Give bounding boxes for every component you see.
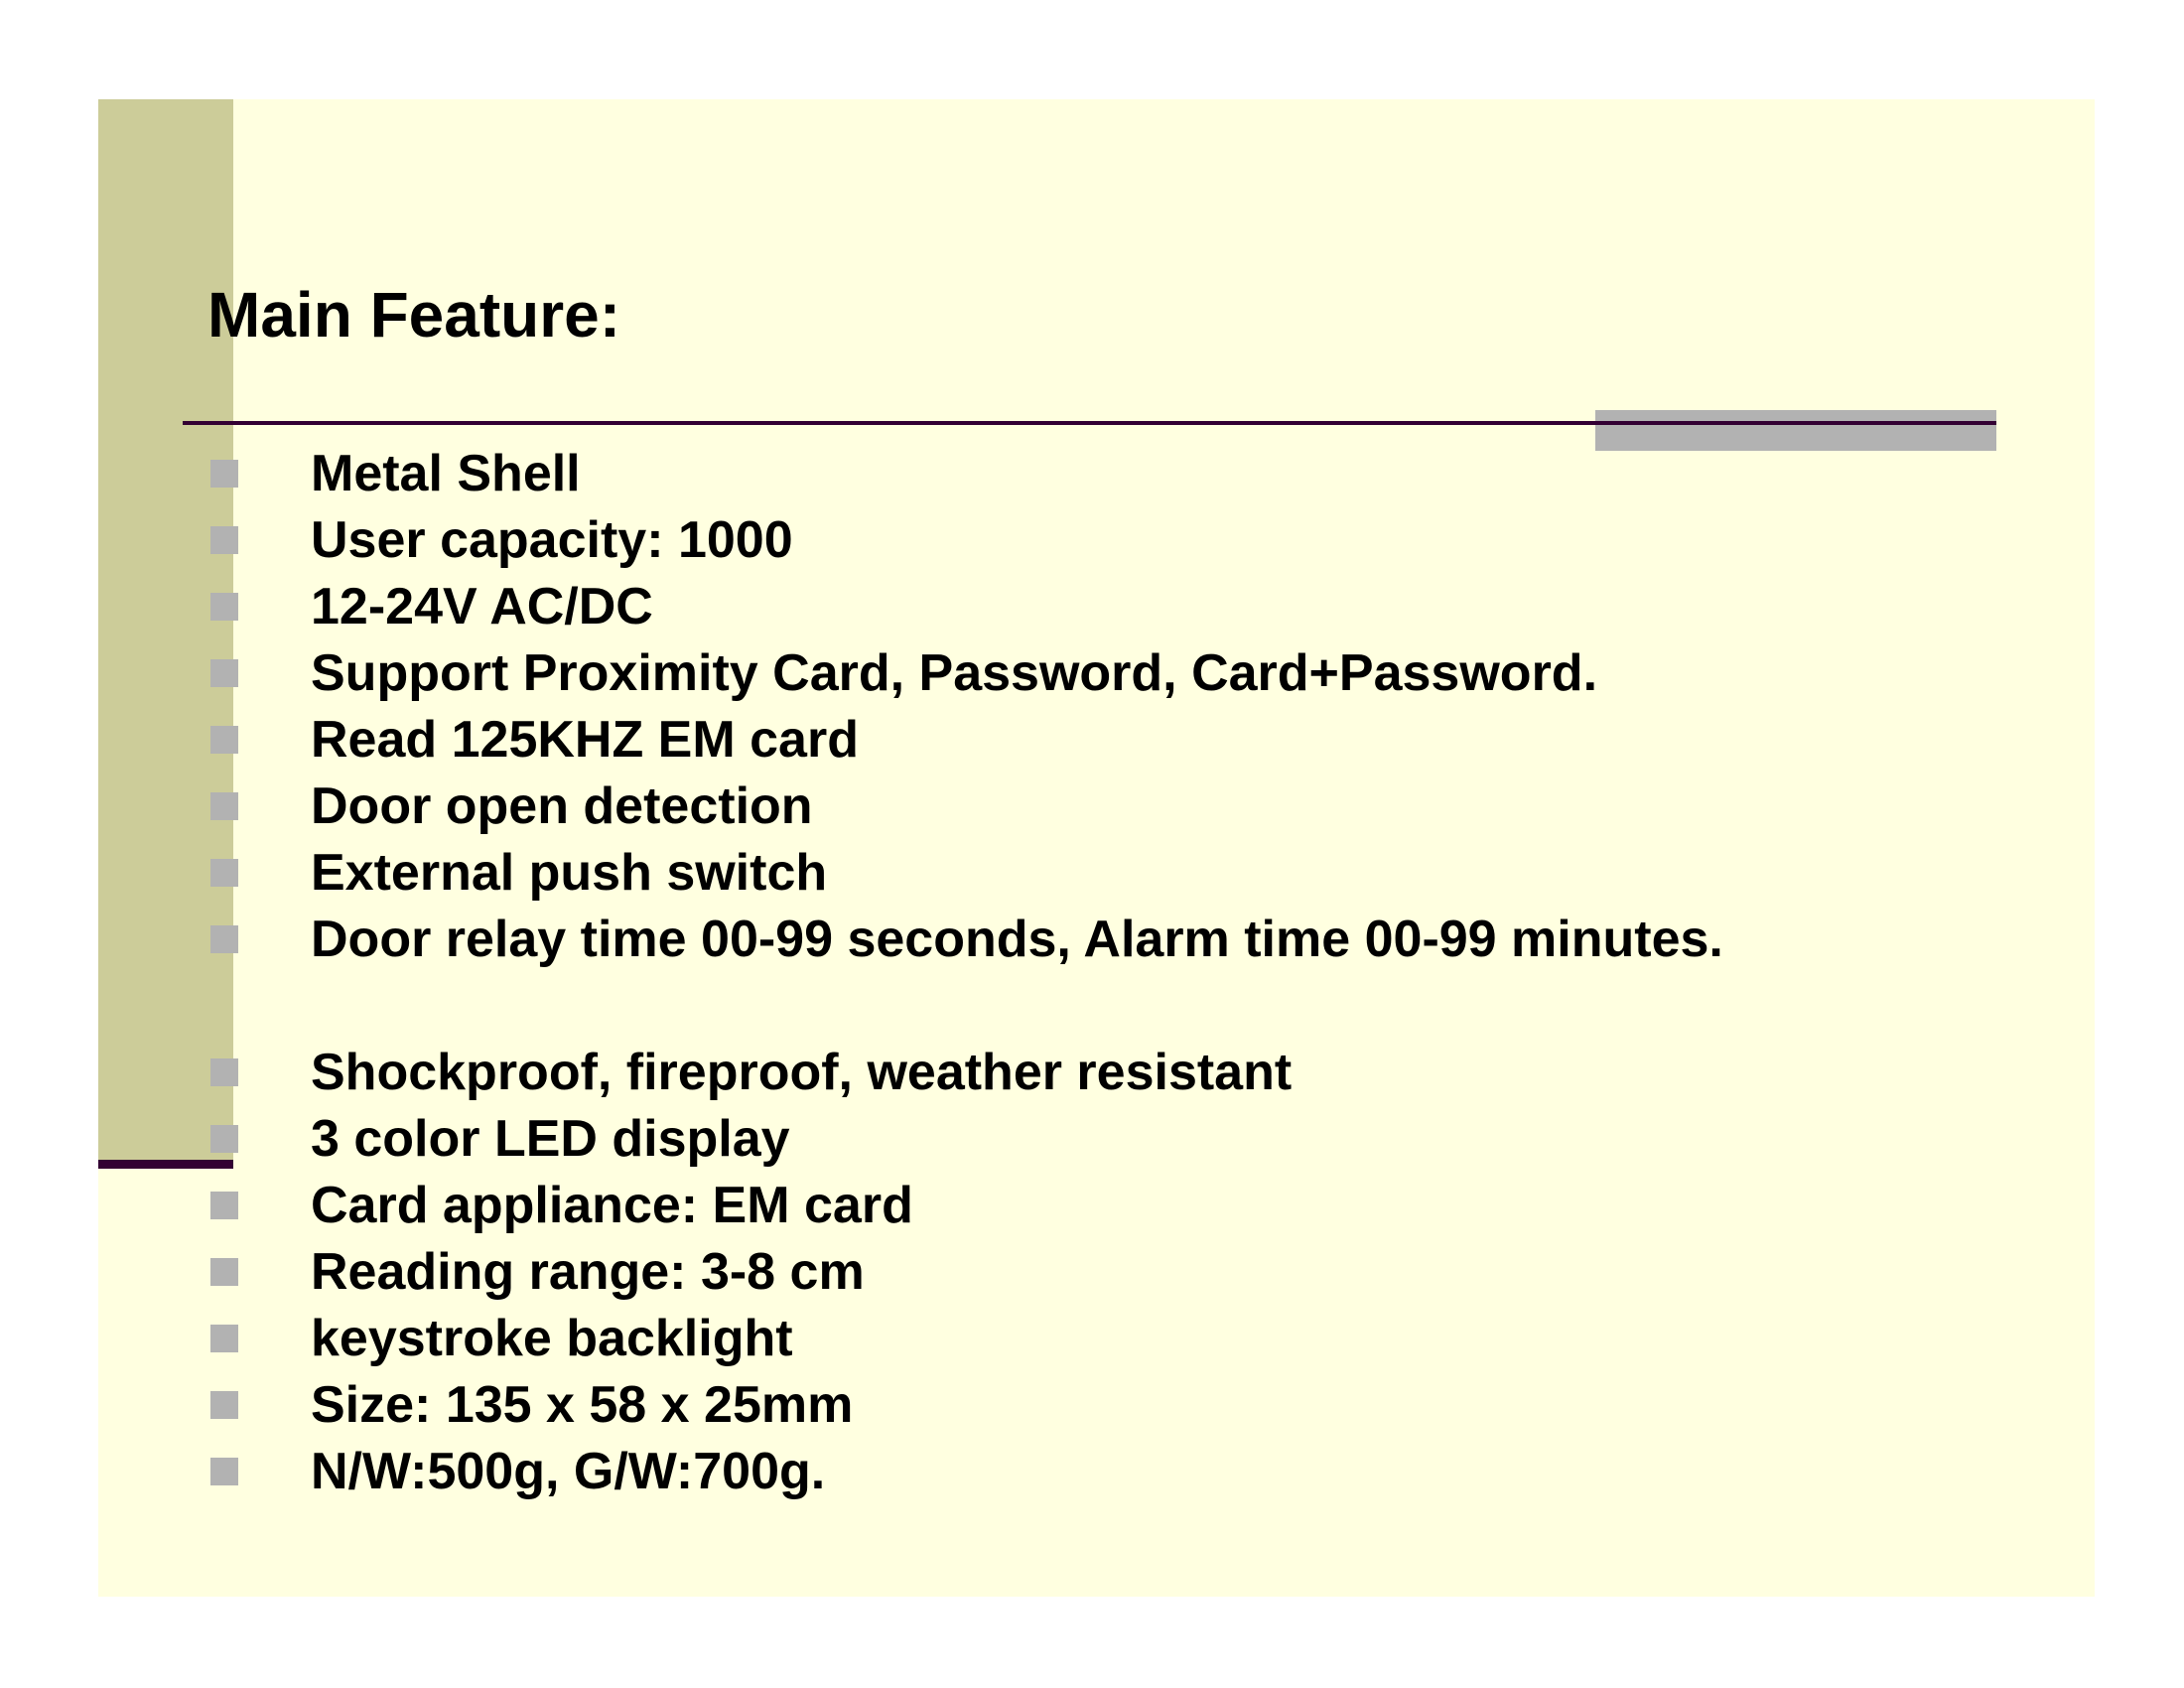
grey-square-bullet-icon (210, 1325, 238, 1352)
feature-text: Reading range: 3-8 cm (311, 1243, 865, 1301)
list-item: 3 color LED display (210, 1109, 790, 1169)
grey-square-bullet-icon (210, 1125, 238, 1153)
list-item: Read 125KHZ EM card (210, 710, 859, 770)
list-item: Door relay time 00-99 seconds, Alarm tim… (210, 910, 1723, 969)
feature-text: Metal Shell (311, 445, 581, 502)
list-item: User capacity: 1000 (210, 510, 793, 570)
grey-square-bullet-icon (210, 1258, 238, 1286)
grey-square-bullet-icon (210, 1391, 238, 1419)
title-rule-line (183, 421, 1996, 425)
feature-text: Door open detection (311, 777, 813, 835)
feature-text: Size: 135 x 58 x 25mm (311, 1376, 854, 1434)
slide-background (98, 99, 2095, 1597)
feature-text: 3 color LED display (311, 1110, 790, 1168)
slide-title: Main Feature: (207, 279, 621, 351)
grey-square-bullet-icon (210, 460, 238, 488)
side-accent-line (98, 1160, 233, 1169)
grey-square-bullet-icon (210, 726, 238, 754)
grey-square-bullet-icon (210, 593, 238, 621)
grey-square-bullet-icon (210, 1458, 238, 1485)
grey-square-bullet-icon (210, 659, 238, 687)
feature-text: Read 125KHZ EM card (311, 711, 859, 769)
grey-square-bullet-icon (210, 1058, 238, 1086)
grey-square-bullet-icon (210, 925, 238, 953)
grey-square-bullet-icon (210, 792, 238, 820)
feature-text: keystroke backlight (311, 1310, 793, 1367)
feature-text: External push switch (311, 844, 828, 902)
side-bar-decoration (98, 99, 233, 1164)
list-item: Support Proximity Card, Password, Card+P… (210, 643, 1597, 703)
list-item: Door open detection (210, 776, 813, 836)
feature-text: Shockproof, fireproof, weather resistant (311, 1044, 1293, 1101)
grey-square-bullet-icon (210, 1192, 238, 1219)
feature-text: 12-24V AC/DC (311, 578, 653, 635)
list-item: N/W:500g, G/W:700g. (210, 1442, 825, 1501)
list-item: External push switch (210, 843, 827, 903)
feature-text: User capacity: 1000 (311, 511, 793, 569)
grey-square-bullet-icon (210, 859, 238, 887)
list-item: Size: 135 x 58 x 25mm (210, 1375, 853, 1435)
feature-text: Support Proximity Card, Password, Card+P… (311, 644, 1598, 702)
list-item: Metal Shell (210, 444, 581, 503)
list-item: keystroke backlight (210, 1309, 793, 1368)
list-item: 12-24V AC/DC (210, 577, 653, 636)
title-rule-grey-block (1595, 410, 1996, 451)
feature-text: Card appliance: EM card (311, 1177, 913, 1234)
list-item: Card appliance: EM card (210, 1176, 913, 1235)
feature-text: N/W:500g, G/W:700g. (311, 1443, 826, 1500)
list-item: Shockproof, fireproof, weather resistant (210, 1043, 1292, 1102)
feature-text: Door relay time 00-99 seconds, Alarm tim… (311, 911, 1723, 968)
grey-square-bullet-icon (210, 526, 238, 554)
list-item: Reading range: 3-8 cm (210, 1242, 865, 1302)
